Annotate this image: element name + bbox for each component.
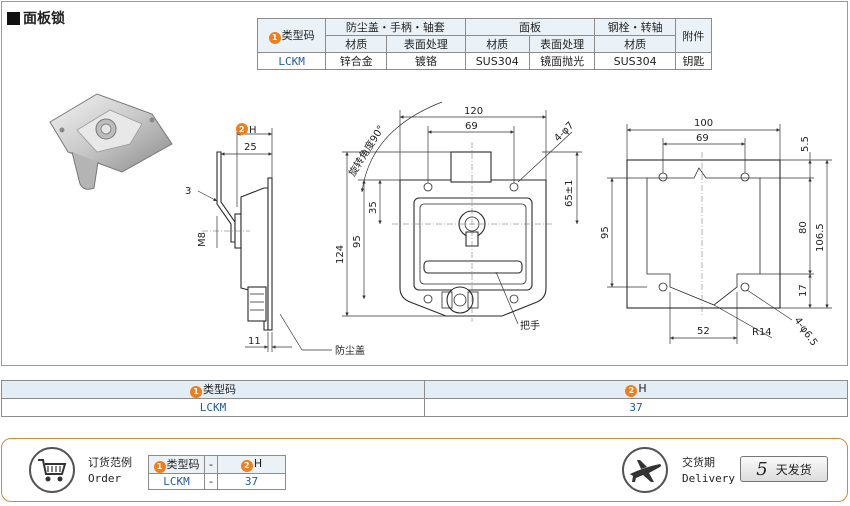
badge-1-icon: 1 bbox=[268, 31, 281, 44]
badge-1-icon: 1 bbox=[153, 460, 166, 473]
dim-69-cutout: 69 bbox=[696, 133, 709, 144]
order-h-cell: 37 bbox=[216, 472, 286, 490]
badge-2-icon: 2 bbox=[240, 459, 253, 472]
order-dash-header: - bbox=[204, 455, 218, 474]
spec-cell: 镜面抛光 bbox=[528, 52, 596, 70]
dim-95: 95 bbox=[352, 235, 363, 248]
hole-4-phi7: 4-φ7 bbox=[552, 120, 576, 144]
dim-35: 35 bbox=[368, 201, 379, 214]
dim-120: 120 bbox=[464, 106, 483, 117]
spec-cell: 锌合金 bbox=[325, 52, 388, 70]
dim-80: 80 bbox=[798, 221, 809, 234]
handle-callout: 把手 bbox=[520, 319, 540, 332]
spec-group-cover: 防尘盖・手柄・轴套 bbox=[325, 18, 466, 36]
order-label: 订货范例 Order bbox=[88, 456, 132, 485]
table-row: LCKM - 37 bbox=[148, 472, 286, 490]
dim-25: 25 bbox=[244, 142, 257, 153]
dim-52: 52 bbox=[697, 326, 710, 337]
spec-sub-finish: 表面处理 bbox=[386, 35, 466, 53]
h-table-h-cell: 37 bbox=[424, 398, 848, 417]
badge-2-icon: 2 bbox=[625, 384, 638, 397]
spec-sub-material: 材质 bbox=[464, 35, 530, 53]
dim-100: 100 bbox=[694, 118, 713, 129]
dim-65: 65±1 bbox=[564, 180, 575, 207]
technical-drawing: 2 H 25 3 M8 11 防尘盖 bbox=[49, 93, 832, 357]
dim-17: 17 bbox=[798, 284, 809, 297]
order-dash-cell: - bbox=[204, 472, 218, 490]
cart-icon bbox=[29, 447, 75, 493]
dust-cover-callout: 防尘盖 bbox=[335, 344, 365, 357]
delivery-days-badge: 5 天发货 bbox=[740, 456, 828, 482]
dim-69: 69 bbox=[465, 121, 478, 132]
hole-4-phi6-5: 4-φ6.5 bbox=[792, 315, 820, 348]
h-table-type-cell: LCKM bbox=[1, 398, 425, 417]
dim-3: 3 bbox=[185, 186, 191, 197]
cutout-view bbox=[607, 124, 832, 344]
order-type-cell: LCKM bbox=[148, 472, 205, 490]
product-photo bbox=[49, 93, 173, 190]
badge-1-icon: 1 bbox=[190, 385, 202, 398]
dim-5-5: 5.5 bbox=[800, 136, 811, 152]
dim-106-5: 106.5 bbox=[815, 223, 826, 252]
spec-cell: 钥匙 bbox=[674, 52, 713, 70]
dim-124: 124 bbox=[335, 245, 346, 264]
spec-cell: SUS304 bbox=[464, 52, 530, 70]
spec-cell: SUS304 bbox=[594, 52, 676, 70]
front-view bbox=[342, 101, 582, 325]
table-row: LCKM 37 bbox=[1, 398, 848, 417]
dim-r14: R14 bbox=[752, 327, 772, 338]
dim-m8: M8 bbox=[197, 232, 208, 247]
spec-cell-type: LCKM bbox=[256, 52, 327, 70]
spec-group-pin: 钢栓・转轴 bbox=[594, 18, 676, 36]
delivery-label: 交货期 Delivery bbox=[682, 456, 735, 485]
side-view bbox=[197, 128, 332, 352]
side-h-label: 2 H bbox=[236, 123, 257, 136]
h-dimension-label: H bbox=[249, 125, 257, 136]
table-row: LCKM 锌合金 镀铬 SUS304 镜面抛光 SUS304 钥匙 bbox=[256, 52, 713, 70]
airplane-icon bbox=[622, 447, 668, 493]
page-title: 面板锁 bbox=[7, 8, 65, 28]
dim-11: 11 bbox=[248, 336, 261, 347]
svg-text:2: 2 bbox=[239, 125, 245, 134]
spec-cell: 镀铬 bbox=[386, 52, 466, 70]
rotation-angle-label: 旋转角度90° bbox=[346, 123, 388, 179]
spec-group-accessory: 附件 bbox=[674, 18, 713, 53]
title-square-icon bbox=[7, 11, 20, 25]
dim-95-cutout: 95 bbox=[600, 226, 611, 239]
